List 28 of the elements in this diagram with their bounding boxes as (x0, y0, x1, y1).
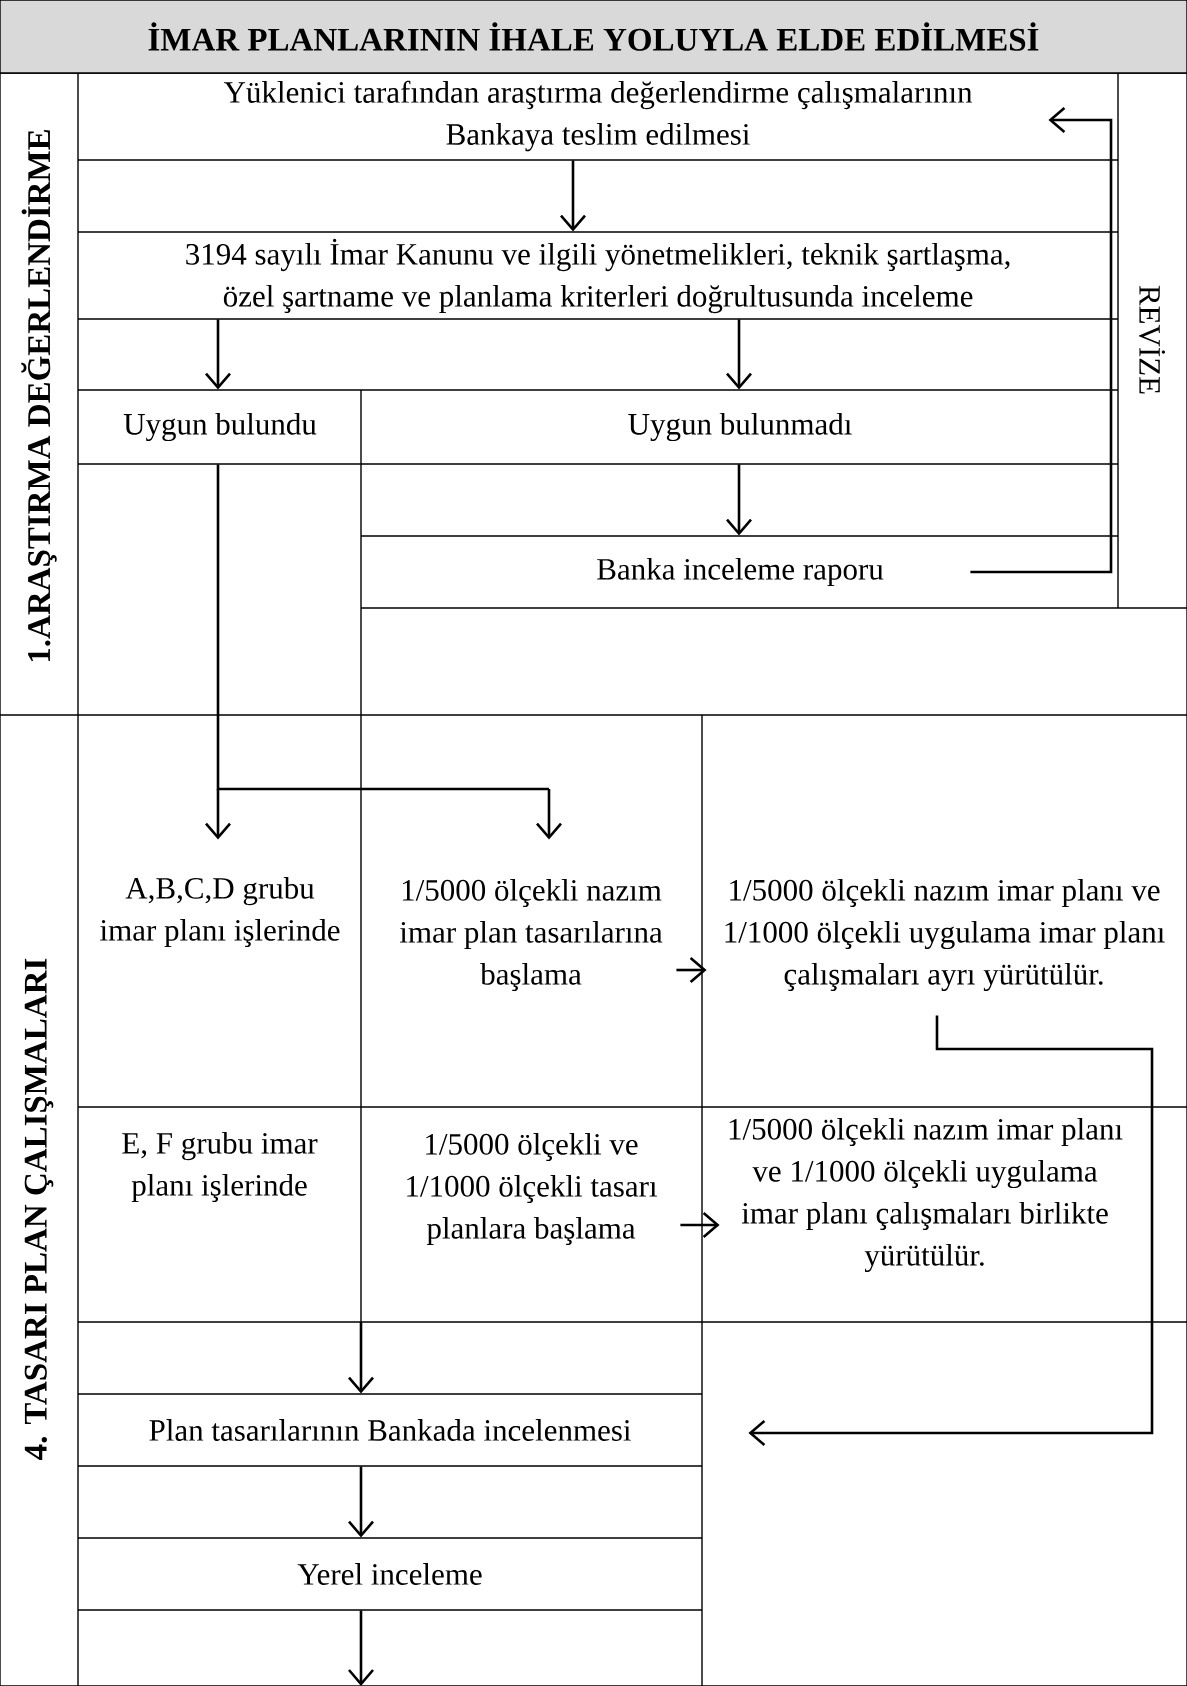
arrow (726, 319, 752, 390)
table-cell: 1/5000 ölçekli ve 1/1000 ölçekli tasarı planlara başlama (407, 1132, 657, 1246)
table-cell: E, F grubu imar planı işlerinde (122, 1131, 318, 1203)
section-label: 1.ARAŞTIRMA DEĞERLENDİRME (21, 130, 57, 662)
table-cell: 1/5000 ölçekli nazım imar plan tasarılarına başlama (399, 878, 663, 992)
arrow (560, 160, 586, 232)
arrow (970, 107, 1113, 574)
side-label: REVİZE (1139, 285, 1166, 394)
table-cell: 3194 sayılı İmar Kanunu ve ilgili yönetmelikleri, teknik şartlaşma, özel şartname ve planlama kriterleri doğrultusunda inceleme (186, 238, 1010, 314)
arrow (680, 1212, 720, 1238)
arrow (205, 463, 562, 840)
arrow (726, 464, 752, 536)
arrow (348, 1322, 374, 1394)
table-cell: 1/5000 ölçekli nazım imar planı ve 1/1000 ölçekli uygulama imar planı çalışmaları ayrı yürütülür. (725, 878, 1165, 992)
table-cell: Uygun bulundu (123, 412, 317, 442)
arrow (348, 1610, 374, 1686)
table-cell: Banka inceleme raporu (597, 557, 884, 587)
arrow (748, 1015, 1154, 1446)
title-band: İMAR PLANLARININ İHALE YOLUYLA ELDE EDİLMESİ (0, 0, 1187, 74)
table-cell: Plan tasarılarının Bankada incelenmesi (149, 1419, 631, 1441)
table-cell: Uygun bulunmadı (628, 412, 852, 442)
arrow (348, 1466, 374, 1538)
table-cell: Yüklenici tarafından araştırma değerlendirme çalışmalarının Bankaya teslim edilmesi (223, 80, 973, 152)
section-label: 4. TASARI PLAN ÇALIŞMALARI (24, 958, 54, 1460)
table-cell: A,B,C,D grubu imar planı işlerinde (100, 876, 340, 948)
table-cell: 1/5000 ölçekli nazım imar planı ve 1/1000 ölçekli uygulama imar planı çalışmaları birlikte yürütülür. (729, 1117, 1123, 1273)
arrow (205, 319, 231, 390)
table-cell: Yerel inceleme (297, 1563, 482, 1585)
